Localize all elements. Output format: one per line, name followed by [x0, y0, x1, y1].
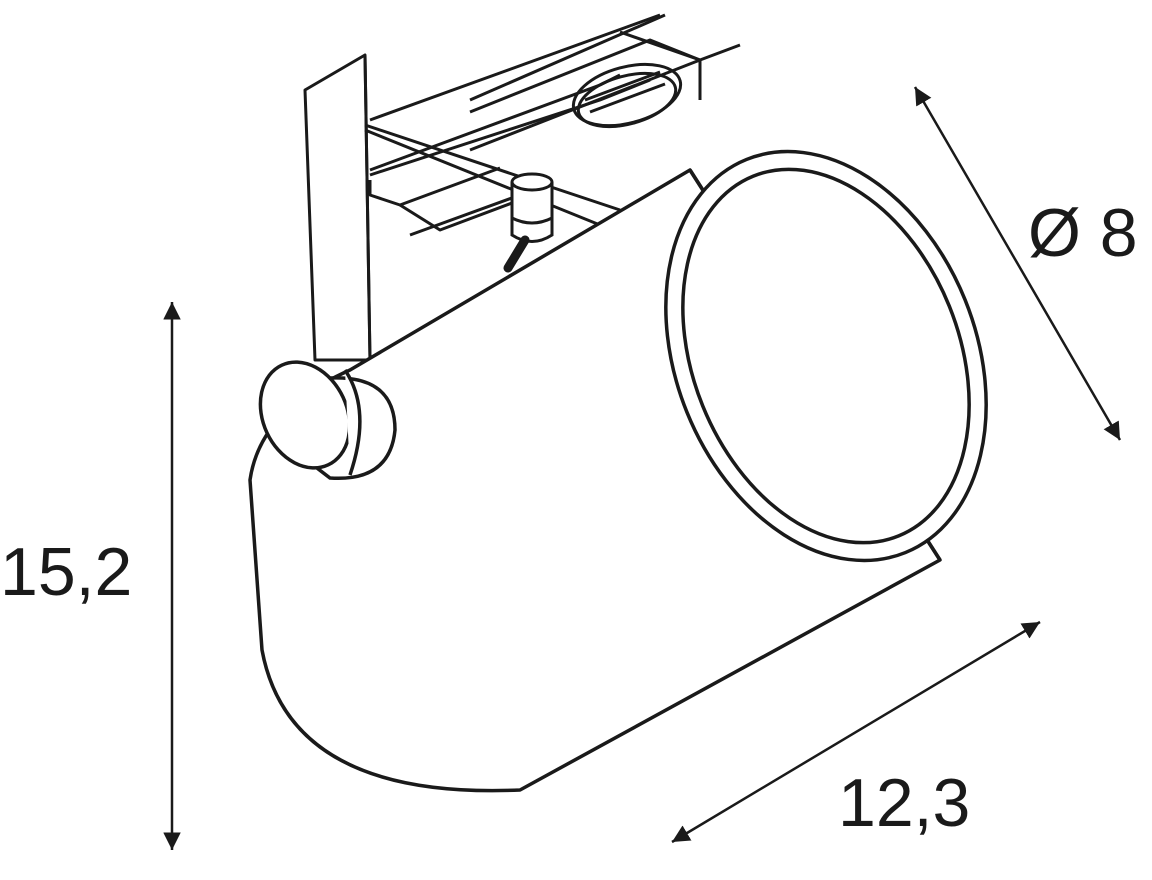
length-dimension-label: 12,3 — [838, 765, 970, 841]
track-screw — [571, 62, 683, 129]
diameter-dimension: Ø 8 — [913, 86, 1138, 441]
switch-knob — [503, 172, 554, 273]
diameter-dimension-label: Ø 8 — [1028, 195, 1138, 271]
diameter-dimension-arrow — [913, 86, 1122, 441]
adapter-bracket — [303, 53, 621, 362]
height-dimension: 15,2 — [0, 302, 181, 850]
pivot-knob — [258, 360, 397, 481]
length-dimension: 12,3 — [671, 620, 1041, 844]
length-dimension-arrow — [671, 620, 1041, 844]
height-dimension-label: 15,2 — [0, 534, 132, 610]
lens-ring — [664, 149, 988, 563]
